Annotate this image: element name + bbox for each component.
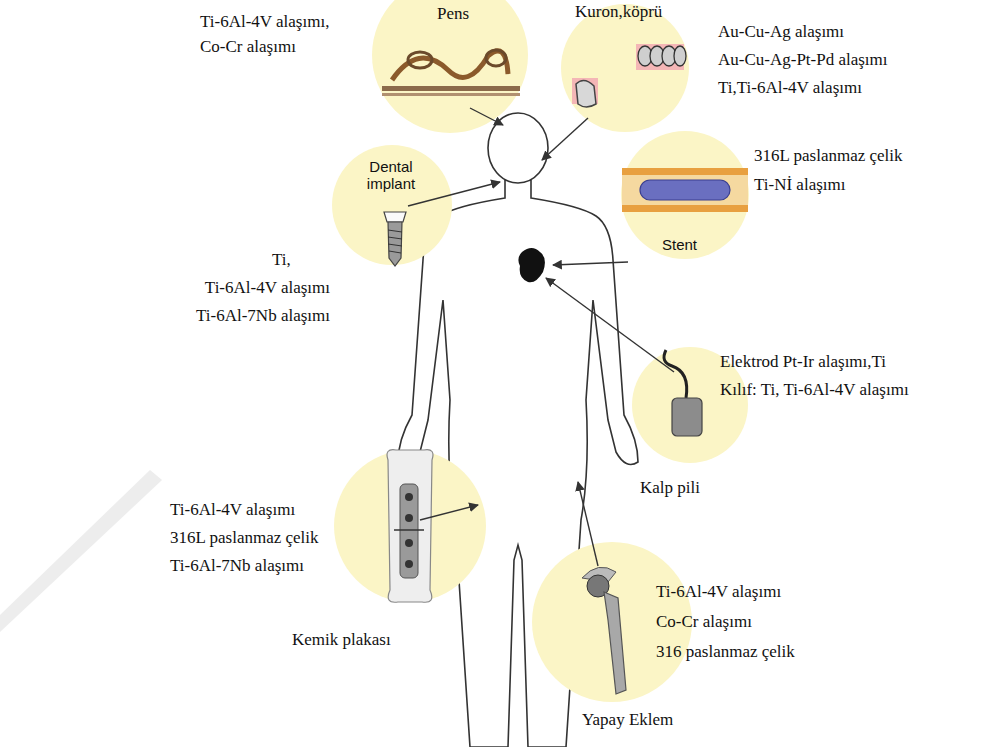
part-name: Kalp pili [640, 478, 700, 498]
leader-arrow [470, 108, 503, 125]
material-name: 316L paslanmaz çelik [754, 146, 903, 166]
leader-arrow [546, 278, 674, 372]
part-name: Kuron,köprü [575, 2, 662, 22]
material-name: Ti-6Al-7Nb alaşımı [170, 556, 304, 576]
dental-implant-illustration [384, 212, 406, 266]
leader-arrow [553, 262, 628, 265]
leader-arrow [408, 182, 500, 206]
material-name: Kılıf: Ti, Ti-6Al-4V alaşımı [720, 380, 909, 400]
material-name: Ti-6Al-4V alaşımı [656, 582, 781, 602]
material-name: Ti-6Al-7Nb alaşımı [196, 306, 330, 326]
part-name: Kemik plakası [292, 630, 391, 650]
material-name: Ti-6Al-4V alaşımı, [200, 12, 329, 32]
part-name: Dental implant [352, 158, 430, 193]
pacemaker-illustration [664, 350, 702, 436]
watermark-stripe [0, 470, 162, 632]
leader-arrows [408, 108, 674, 566]
heart [518, 248, 545, 282]
material-name: Au-Cu-Ag-Pt-Pd alaşımı [718, 50, 888, 70]
crown-bridge-illustration [572, 44, 686, 107]
material-name: Ti,Ti-6Al-4V alaşımı [718, 78, 862, 98]
bone-plate-illustration [387, 450, 433, 603]
part-name: Pens [437, 4, 469, 24]
material-circle: PensTi-6Al-4V alaşımı,Co-Cr alaşımı [372, 0, 528, 133]
human-head [488, 113, 548, 183]
leader-arrow [542, 118, 588, 160]
part-name: Yapay Eklem [582, 710, 673, 730]
material-name: Ti-6Al-4V alaşımı [205, 278, 330, 298]
material-name: 316 paslanmaz çelik [656, 642, 795, 662]
leader-arrow [578, 482, 598, 566]
material-name: Ti-6Al-4V alaşımı [170, 500, 295, 520]
hip-prosthesis-illustration [582, 567, 626, 694]
material-name: Au-Cu-Ag alaşımı [718, 22, 844, 42]
material-name: Co-Cr alaşımı [656, 612, 752, 632]
part-name: Stent [662, 236, 697, 253]
material-name: Co-Cr alaşımı [200, 37, 296, 57]
material-name: Elektrod Pt-Ir alaşımı,Ti [720, 352, 886, 372]
material-name: Ti, [272, 250, 291, 270]
stent-illustration [622, 168, 748, 212]
forceps-illustration [382, 50, 520, 96]
material-name: 316L paslanmaz çelik [170, 528, 319, 548]
leader-arrow [420, 505, 478, 520]
material-name: Ti-Nİ alaşımı [754, 175, 845, 195]
